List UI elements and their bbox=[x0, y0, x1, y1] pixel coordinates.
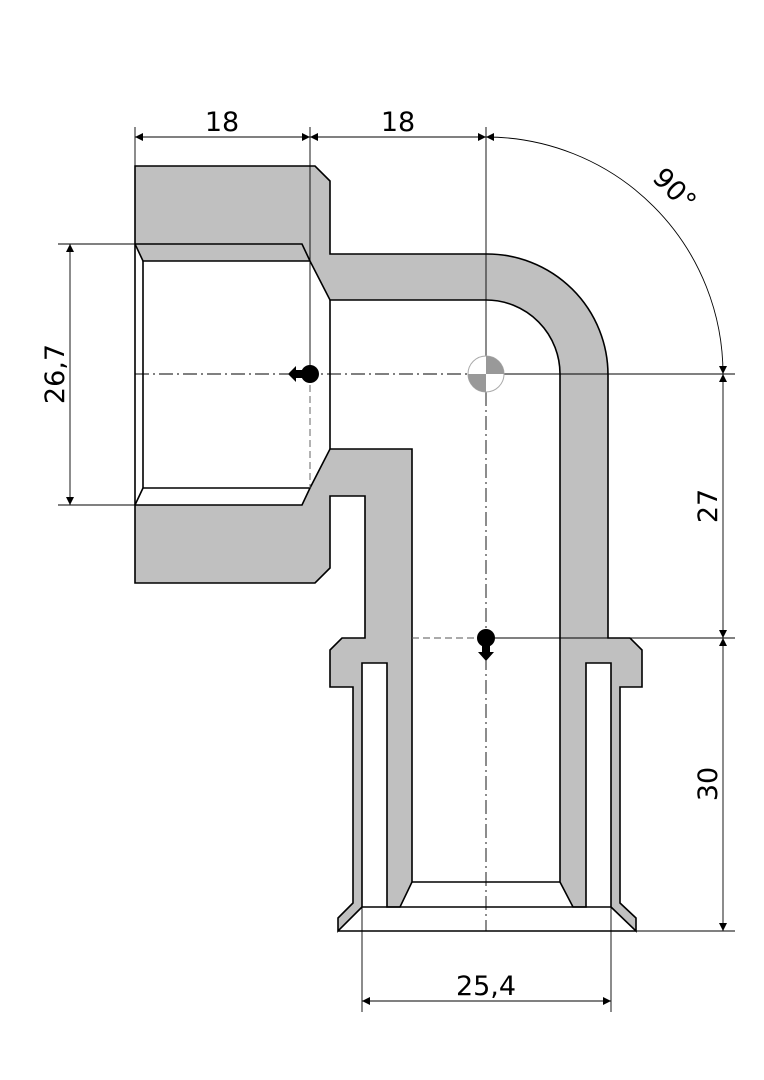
dim-text-top-right: 18 bbox=[381, 107, 415, 138]
extension-lines bbox=[58, 127, 735, 1012]
dim-text-angle: 90° bbox=[646, 162, 702, 218]
thread-band-bottom bbox=[134, 487, 310, 506]
socket-insertion-marker-icon bbox=[288, 365, 319, 383]
bore-walls bbox=[134, 244, 331, 505]
dim-text-27: 27 bbox=[693, 489, 724, 523]
dim-text-outlet-diameter: 25,4 bbox=[456, 971, 516, 1002]
lower-body-section bbox=[134, 448, 413, 933]
dim-text-top-left: 18 bbox=[205, 107, 239, 138]
dim-text-socket-diameter: 26,7 bbox=[40, 344, 71, 404]
outlet-ring bbox=[338, 881, 636, 932]
thread-band-top bbox=[135, 243, 311, 262]
dim-text-30: 30 bbox=[693, 767, 724, 801]
center-of-gravity-icon bbox=[467, 355, 505, 393]
outlet-insertion-marker-icon bbox=[477, 629, 495, 661]
dim-arc-angle bbox=[485, 133, 727, 375]
